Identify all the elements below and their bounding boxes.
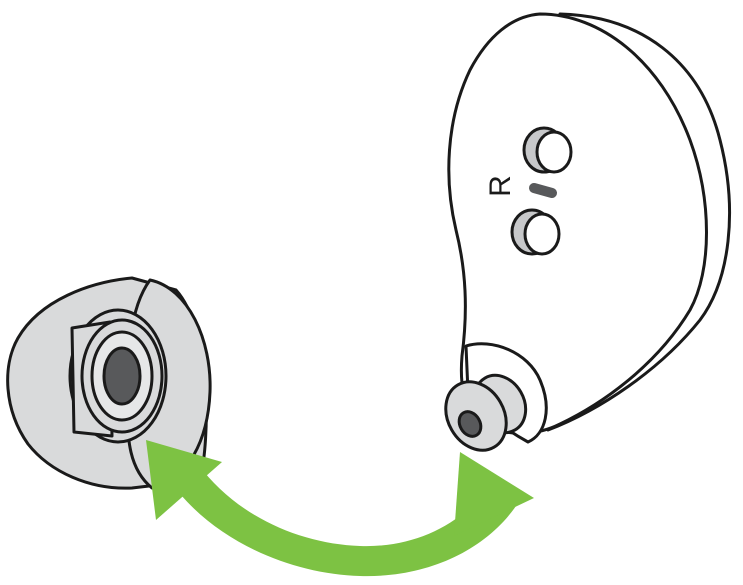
arrow-head-right [454,452,534,536]
double-arrow-icon [146,440,534,577]
arrow-head-left [146,440,222,520]
earbud-button-bottom [523,212,561,256]
arrow-band [168,464,520,577]
ear-tip-hole [102,346,142,406]
earbud-mic-slot [529,183,557,198]
side-label: R [484,175,517,197]
ear-tip-icon [6,276,212,490]
earbud-right-icon [444,12,732,452]
earbud-attached-tip-hole [457,410,483,438]
earbud-button-top [535,130,573,174]
